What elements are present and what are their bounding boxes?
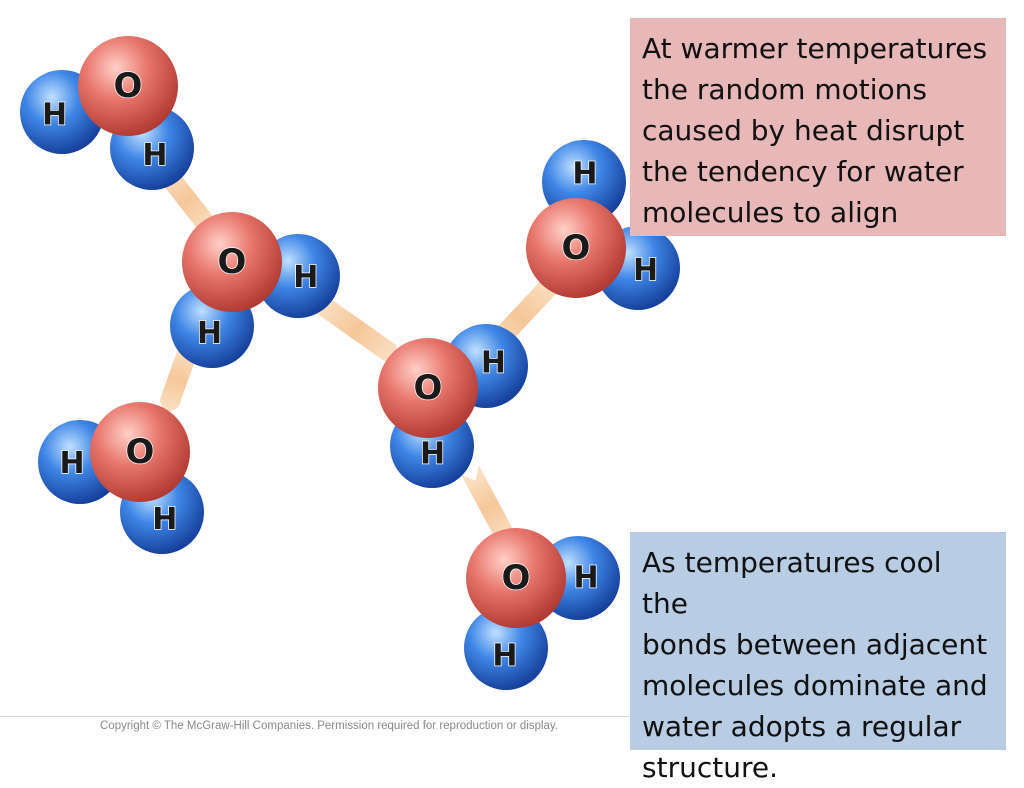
oxygen-label: O bbox=[126, 432, 155, 472]
warm-temperature-caption: At warmer temperatures the random motion… bbox=[630, 18, 1006, 236]
oxygen-label: O bbox=[414, 368, 443, 408]
oxygen-label: O bbox=[218, 242, 247, 282]
hydrogen-bond bbox=[461, 465, 514, 546]
cool-caption-line: bonds between adjacent bbox=[642, 628, 988, 661]
hydrogen-label: H bbox=[492, 638, 517, 673]
footer-divider bbox=[0, 716, 630, 717]
cool-caption-line: molecules dominate and bbox=[642, 669, 988, 702]
hydrogen-bond bbox=[309, 291, 400, 362]
water-molecule: OHH bbox=[38, 402, 204, 554]
hydrogen-atom bbox=[464, 606, 548, 690]
hydrogen-bond-arrow bbox=[309, 291, 400, 362]
warm-caption-line: the tendency for water bbox=[642, 155, 964, 188]
hydrogen-label: H bbox=[60, 446, 85, 481]
hydrogen-label: H bbox=[197, 316, 222, 351]
hydrogen-label: H bbox=[573, 561, 598, 596]
hydrogen-label: H bbox=[142, 138, 167, 173]
warm-caption-line: At warmer temperatures bbox=[642, 32, 988, 65]
oxygen-atom bbox=[90, 402, 190, 502]
water-molecule: OHH bbox=[20, 36, 194, 190]
water-molecule: OHH bbox=[378, 324, 528, 488]
hydrogen-label: H bbox=[572, 157, 597, 192]
warm-caption-line: caused by heat disrupt bbox=[642, 114, 965, 147]
oxygen-atom bbox=[78, 36, 178, 136]
oxygen-label: O bbox=[502, 558, 531, 598]
copyright-notice: Copyright © The McGraw-Hill Companies. P… bbox=[100, 720, 559, 732]
oxygen-label: O bbox=[114, 66, 143, 106]
warm-caption-line: molecules to align bbox=[642, 196, 899, 229]
hydrogen-label: H bbox=[633, 253, 658, 288]
warm-caption-line: the random motions bbox=[642, 73, 927, 106]
hydrogen-label: H bbox=[293, 260, 318, 295]
hydrogen-label: H bbox=[481, 346, 506, 381]
hydrogen-label: H bbox=[152, 502, 177, 537]
oxygen-atom bbox=[378, 338, 478, 438]
oxygen-atom bbox=[182, 212, 282, 312]
hydrogen-bond-arrow bbox=[461, 465, 514, 546]
oxygen-label: O bbox=[562, 228, 591, 268]
cool-caption-line: As temperatures cool the bbox=[642, 546, 942, 620]
hydrogen-label: H bbox=[420, 436, 445, 471]
oxygen-atom bbox=[466, 528, 566, 628]
water-molecule: O H H bbox=[464, 528, 620, 690]
cool-caption-line: water adopts a regular bbox=[642, 710, 962, 743]
hydrogen-label: H bbox=[42, 97, 67, 132]
oxygen-atom bbox=[526, 198, 626, 298]
cool-temperature-caption: As temperatures cool the bonds between a… bbox=[630, 532, 1006, 784]
water-molecule: O H H bbox=[526, 140, 680, 310]
